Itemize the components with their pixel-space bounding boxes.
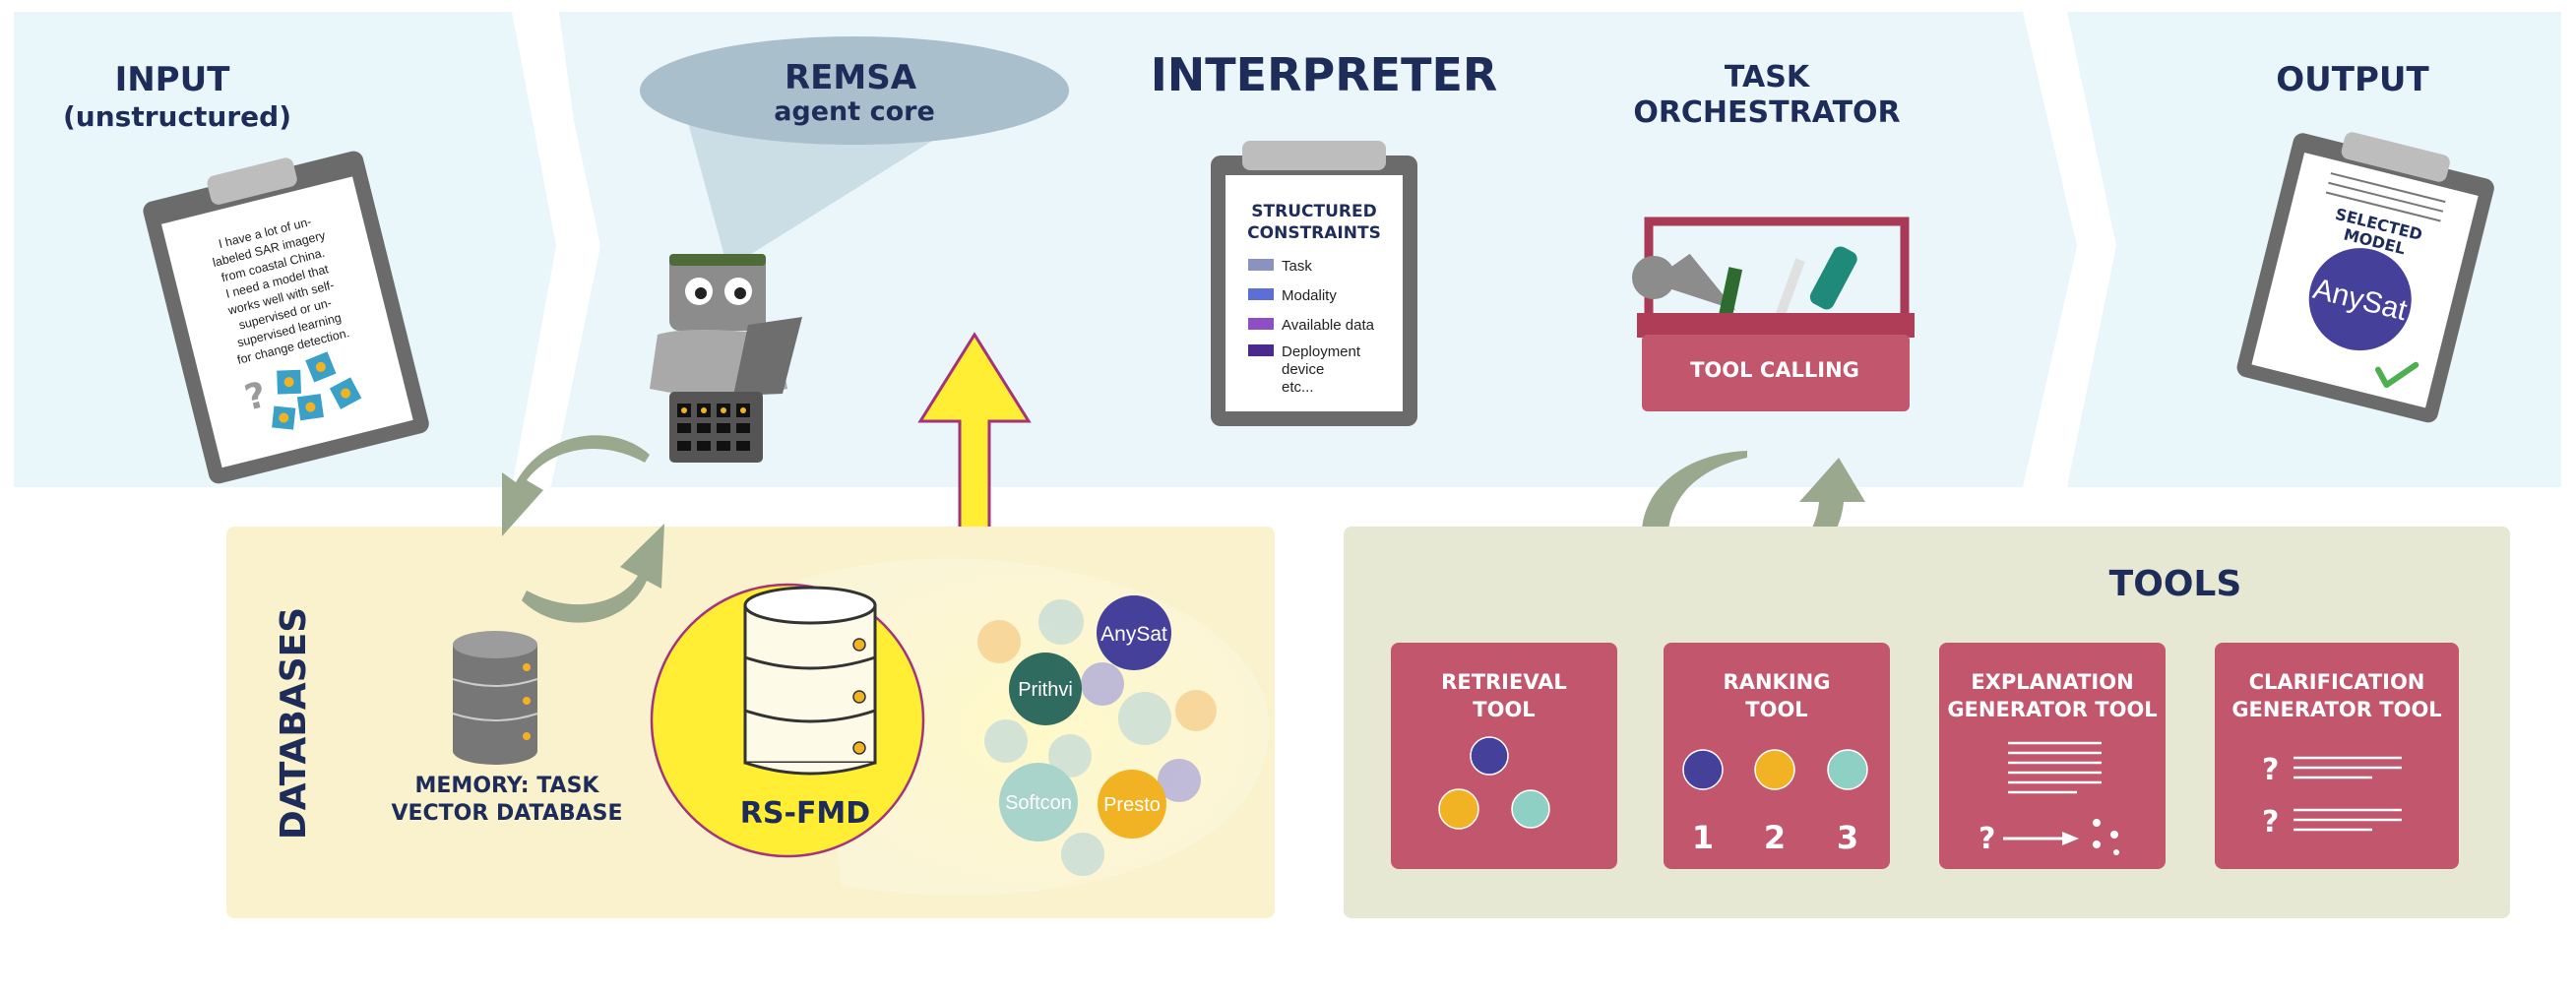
tool-card-title: GENERATOR TOOL: [2231, 698, 2441, 721]
constraint-item-extra: etc...: [1282, 379, 1314, 396]
constraints-heading: CONSTRAINTS: [1247, 223, 1381, 243]
toolbox-body: [1642, 335, 1910, 411]
retrieval-dots-icon: [1438, 736, 1550, 830]
agent-subtitle: agent core: [774, 96, 935, 127]
tool-card-title: RANKING: [1724, 670, 1831, 694]
tool-card-title: CLARIFICATION: [2249, 670, 2425, 694]
tool-card-title: RETRIEVAL: [1441, 670, 1567, 694]
screwdriver-icon: [1716, 267, 1743, 328]
softcon-bubble: [999, 763, 1078, 841]
input-subtitle: (unstructured): [63, 100, 291, 133]
curved-arrow-icon: [1742, 458, 1865, 583]
screwdriver-icon: [1809, 246, 1857, 310]
explanation-tool-card: [1939, 643, 2166, 869]
constraints-heading: STRUCTURED: [1251, 202, 1376, 221]
task-swatch: [1248, 259, 1274, 271]
rank-number: 2: [1764, 819, 1786, 856]
agent-core-ellipse: [640, 36, 1069, 145]
question-mark-icon: ?: [1979, 822, 1995, 856]
curved-arrow-icon: [502, 435, 650, 536]
tools-title: TOOLS: [2109, 564, 2242, 604]
anysat-bubble: [1097, 595, 1171, 670]
agent-title: REMSA: [785, 58, 917, 97]
question-mark-icon: ?: [2262, 805, 2279, 840]
orchestrator-title: ORCHESTRATOR: [1633, 95, 1900, 130]
presto-bubble: [1098, 770, 1166, 839]
constraint-item: Modality: [1282, 287, 1337, 304]
toolbox-lid: [1637, 313, 1915, 338]
tool-card-title: EXPLANATION: [1971, 670, 2133, 694]
clarification-text-lines-icon: [2293, 808, 2402, 832]
constraint-item: Deployment: [1282, 343, 1361, 360]
available-data-swatch: [1248, 318, 1274, 330]
rank-number: 3: [1837, 819, 1858, 856]
interpreter-title: INTERPRETER: [1151, 48, 1498, 101]
arrow-right-icon: [2003, 832, 2079, 845]
memory-label: VECTOR DATABASE: [391, 801, 622, 826]
input-title: INPUT: [115, 60, 231, 99]
prithvi-bubble: [1009, 653, 1082, 725]
constraint-item: Task: [1282, 258, 1312, 275]
constraint-item: Available data: [1282, 317, 1375, 334]
model-label: Softcon: [1005, 792, 1072, 814]
memory-database-icon: [452, 631, 538, 765]
question-mark-icon: ?: [2262, 753, 2279, 787]
model-label: AnySat: [1100, 623, 1167, 646]
tool-card-title: GENERATOR TOOL: [1947, 698, 2157, 721]
paper-lines: [2325, 172, 2446, 222]
clarification-text-lines-icon: [2293, 756, 2402, 779]
clipboard-clip: [2341, 132, 2450, 182]
screwdriver-icon: [1772, 258, 1805, 327]
chevron-separator: [518, 14, 600, 486]
rs-fmd-database-icon: [743, 586, 877, 776]
constraint-item-extra: device: [1282, 361, 1324, 378]
model-label: Presto: [1103, 794, 1161, 816]
model-bubbles: AnySat Prithvi Softcon Presto: [977, 595, 1217, 876]
rank-number: 1: [1692, 819, 1714, 856]
input-clipboard: I have a lot of un- labeled SAR imagery …: [143, 151, 429, 484]
memory-label: MEMORY: TASK: [415, 774, 600, 798]
tool-calling-label: TOOL CALLING: [1690, 358, 1859, 382]
constraints-clipboard: STRUCTURED CONSTRAINTS Task Modality Ava…: [1211, 141, 1417, 426]
tool-card-title: TOOL: [1745, 698, 1807, 721]
tool-card-title: TOOL: [1473, 698, 1535, 721]
model-label: Prithvi: [1018, 679, 1073, 701]
selected-model-badge: [2308, 248, 2412, 351]
agent-core: REMSA agent core: [640, 36, 1069, 463]
explanation-text-lines-icon: [2008, 741, 2102, 794]
chevron-separator: [2028, 14, 2110, 486]
clipboard-clip: [1242, 141, 1386, 170]
orchestrator-title: TASK: [1725, 60, 1811, 94]
robot-icon: [650, 254, 802, 463]
clarification-tool-card: [2215, 643, 2459, 869]
curved-arrow-icon: [522, 524, 664, 623]
wrench-head: [1632, 256, 1675, 299]
sar-image-thumbnails-icon: [272, 351, 362, 430]
modality-swatch: [1248, 288, 1274, 300]
agent-spotlight: [684, 108, 984, 325]
dots-icon: [2093, 819, 2119, 855]
deployment-swatch: [1248, 344, 1274, 356]
clipboard-clip: [207, 157, 297, 205]
rs-fmd-label: RS-FMD: [740, 796, 870, 831]
ranking-dots-icon: [1682, 749, 1868, 790]
check-icon: [2374, 361, 2419, 389]
output-title: OUTPUT: [2276, 60, 2429, 99]
databases-title: DATABASES: [274, 607, 314, 840]
toolbox-icon: TOOL CALLING: [1632, 217, 1915, 411]
output-clipboard: SELECTED MODEL AnySat: [2236, 132, 2494, 423]
